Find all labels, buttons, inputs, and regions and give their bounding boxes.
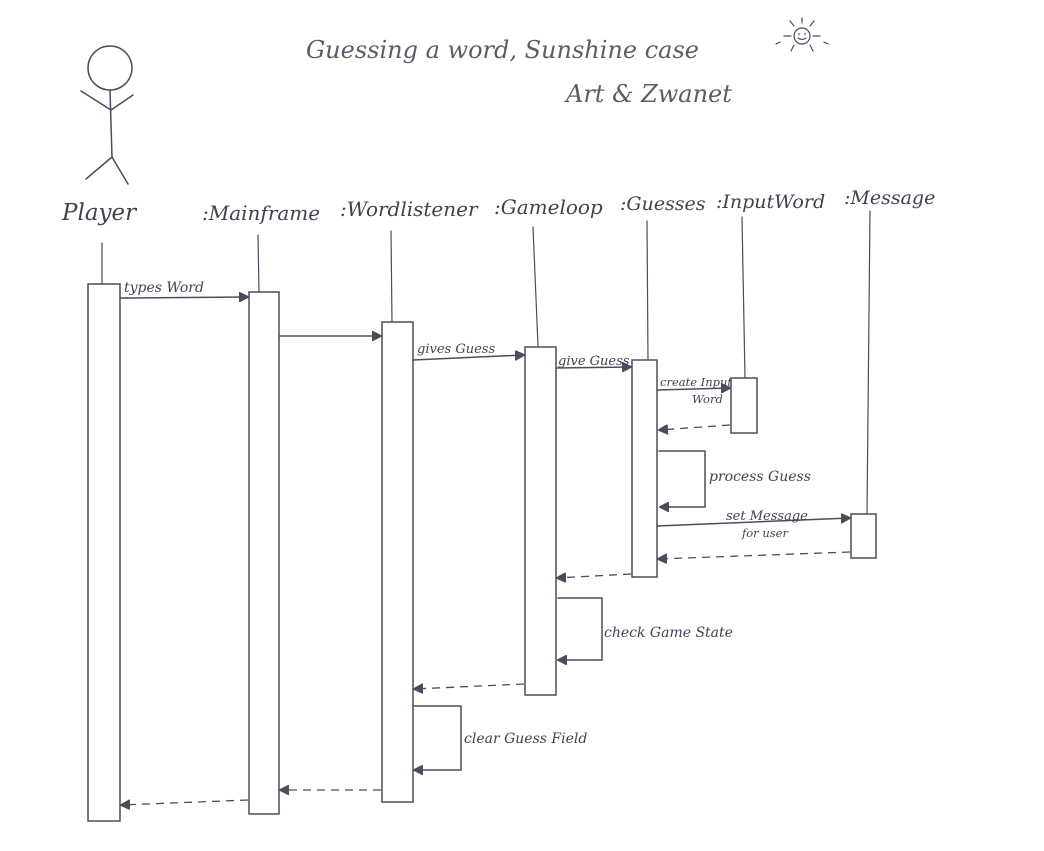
lifeline-message: [866, 210, 871, 515]
return-guesses: [557, 574, 632, 578]
arrow-set-message: [656, 518, 850, 527]
activation-wordlistener: [381, 321, 414, 803]
lifeline-gameloop: [532, 226, 539, 347]
arrow-gives-guess: [412, 355, 524, 361]
lifelines: [101, 210, 871, 515]
activation-mainframe: [248, 291, 280, 815]
lifeline-inputword: [741, 216, 746, 379]
label-set-message-line1: set Message: [726, 509, 808, 524]
messages: [119, 297, 850, 770]
participant-wordlistener: :Wordlistener: [340, 197, 479, 221]
participant-message: :Message: [844, 187, 935, 209]
return-inputword: [659, 424, 731, 430]
activation-gameloop: [524, 346, 557, 696]
participant-gameloop: :Gameloop: [494, 195, 603, 219]
activation-boxes: [87, 283, 877, 822]
participant-mainframe: :Mainframe: [202, 201, 320, 225]
lifeline-guesses: [646, 220, 649, 361]
lifeline-wordlistener: [390, 230, 393, 323]
activation-inputword: [730, 377, 758, 434]
activation-player: [87, 283, 121, 822]
participant-inputword: :InputWord: [716, 191, 825, 213]
participant-guesses: :Guesses: [620, 193, 706, 215]
selfcall-process-guess: [658, 450, 706, 507]
lifeline-mainframe: [257, 234, 260, 293]
sun-icon: [775, 17, 829, 52]
arrow-types-word: [119, 297, 248, 298]
participant-player: Player: [61, 200, 138, 226]
arrow-create-input-word: [656, 388, 730, 390]
label-create-input-line2: Word: [692, 392, 723, 406]
stick-figure-icon: [80, 45, 134, 185]
return-messages: [121, 424, 851, 805]
activation-message: [850, 513, 877, 559]
label-create-input-line1: create Input: [660, 375, 732, 389]
return-message: [658, 551, 851, 559]
label-gives-guess: gives Guess: [417, 342, 495, 357]
label-set-message-line2: for user: [741, 526, 789, 540]
diagram-title: Guessing a word, Sunshine case: [306, 36, 699, 64]
arrow-give-guess: [555, 367, 631, 368]
label-process-guess: process Guess: [709, 469, 811, 485]
label-types-word: types Word: [124, 280, 204, 296]
return-gameloop: [414, 683, 525, 689]
diagram-subtitle: Art & Zwanet: [564, 80, 732, 108]
selfcall-check-game-state: [558, 597, 603, 660]
label-give-guess: give Guess: [558, 354, 630, 369]
return-mainframe: [121, 799, 249, 805]
label-clear-guess-field: clear Guess Field: [464, 731, 587, 747]
selfcall-clear-guess-field: [414, 705, 462, 770]
label-check-game-state: check Game State: [604, 625, 733, 641]
activation-guesses: [631, 359, 658, 578]
